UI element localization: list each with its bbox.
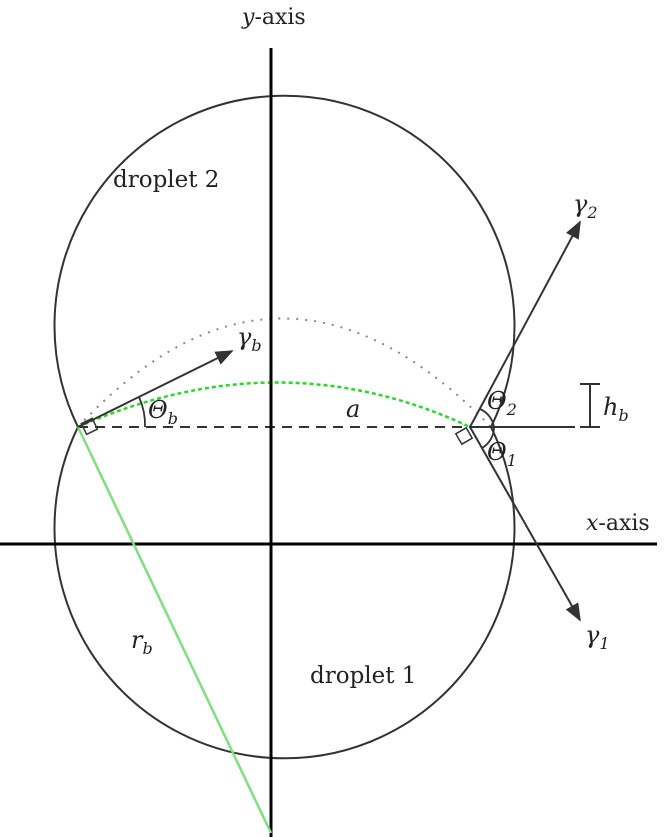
gamma-b-label: γb	[237, 323, 262, 355]
theta-1-arc	[481, 426, 495, 449]
gamma-2-vector	[469, 220, 581, 428]
h-b-bracket	[580, 383, 600, 428]
gamma-2-label: γ2	[573, 190, 598, 222]
theta-b-label: Θb	[148, 396, 178, 428]
droplet-2-outline	[53, 94, 516, 428]
r-b-label: rb	[131, 626, 153, 658]
right-angle-marker-right	[454, 426, 474, 446]
h-b-label: hb	[603, 393, 629, 425]
gamma-1-label: γ1	[585, 621, 610, 653]
right-angle-marker-left	[80, 417, 99, 436]
y-axis-label: y-axis	[241, 5, 306, 30]
droplet-1-label: droplet 1	[310, 663, 416, 689]
radius-line	[76, 426, 273, 834]
theta-1-label: Θ1	[487, 438, 517, 470]
theta-2-arc	[479, 408, 495, 428]
gamma-1-vector	[469, 426, 581, 622]
theta-2-label: Θ2	[487, 387, 517, 419]
gamma-b-vector	[77, 350, 234, 428]
theta-b-arc	[138, 396, 146, 428]
droplet-1-outline	[53, 426, 516, 760]
x-axis-label: x-axis	[586, 511, 650, 536]
bubble-interface-arc	[77, 381, 471, 429]
droplet-2-label: droplet 2	[113, 167, 219, 193]
a-label: a	[346, 395, 360, 423]
